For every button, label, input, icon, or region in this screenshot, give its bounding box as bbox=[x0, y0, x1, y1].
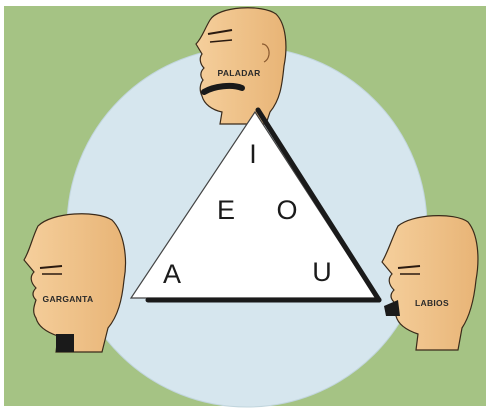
left-head-label: GARGANTA bbox=[43, 294, 94, 304]
top-head-label: PALADAR bbox=[217, 68, 260, 78]
vowel-e: E bbox=[217, 195, 235, 225]
right-head-label: LABIOS bbox=[415, 298, 449, 308]
top-head: PALADAR bbox=[196, 8, 286, 124]
vowel-o: O bbox=[276, 195, 297, 225]
vowel-i: I bbox=[249, 139, 257, 169]
vowel-a: A bbox=[163, 259, 181, 289]
vowel-u: U bbox=[312, 257, 332, 287]
